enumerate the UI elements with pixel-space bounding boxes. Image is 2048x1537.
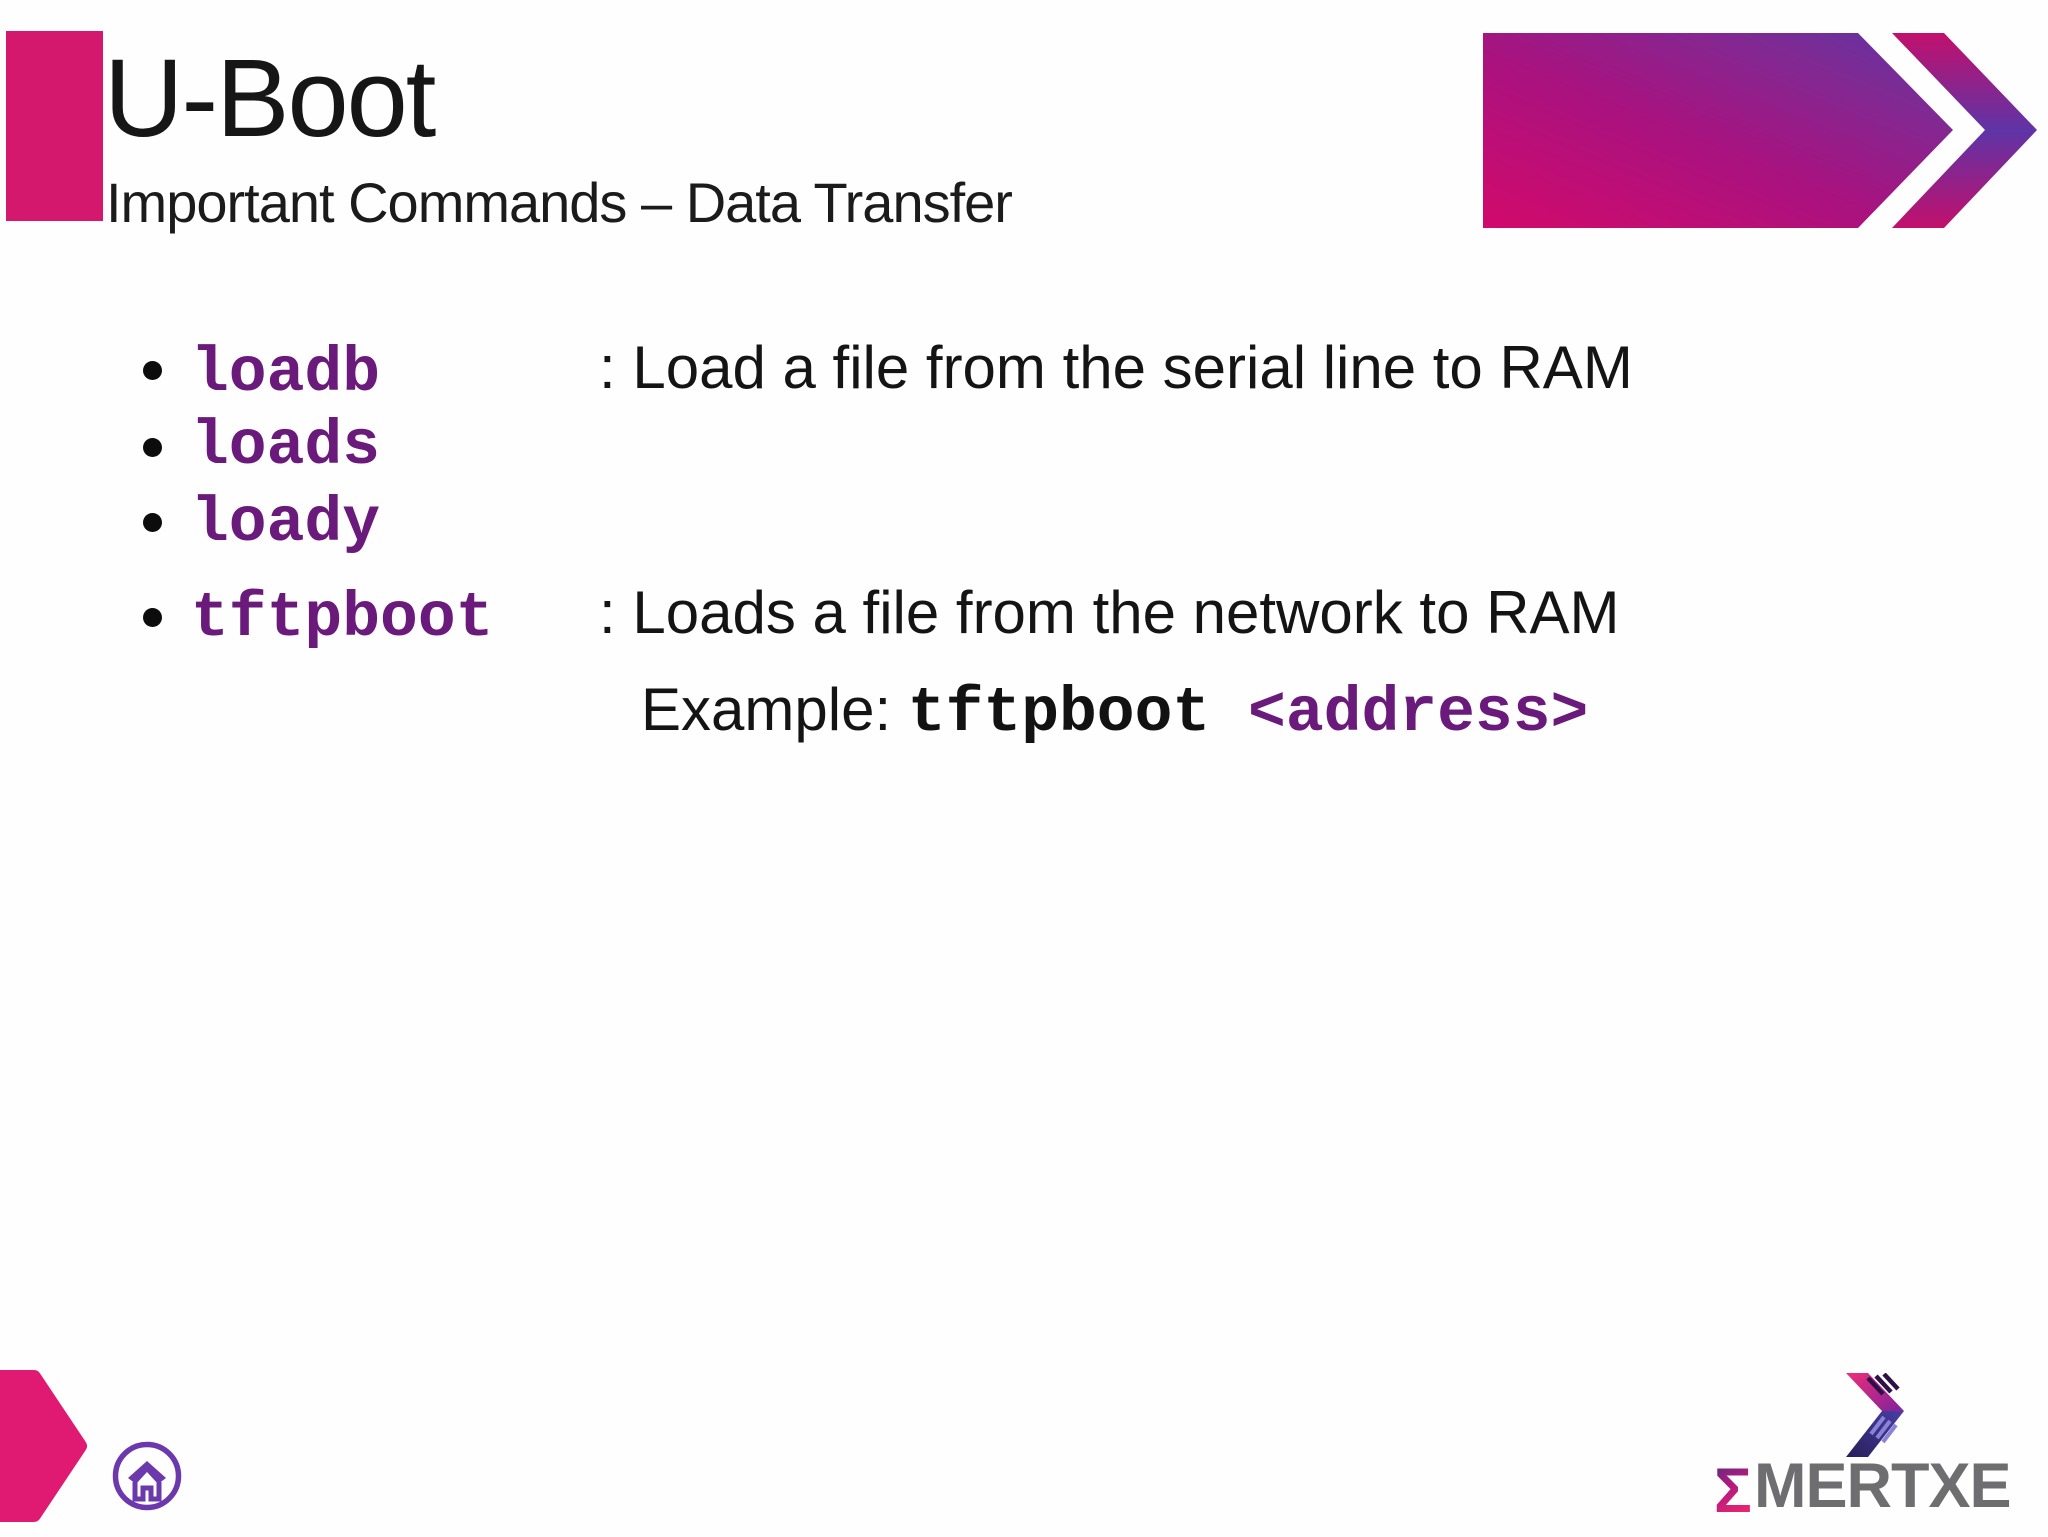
logo-sigma-glyph: Σ — [1714, 1456, 1752, 1521]
bullet-dot-icon — [143, 361, 162, 380]
command-text: loady — [191, 488, 381, 559]
command-description: : Load a file from the serial line to RA… — [599, 334, 1633, 401]
command-text: tftpboot — [191, 583, 494, 654]
home-icon — [112, 1441, 182, 1511]
bullet-dot-icon — [143, 608, 162, 627]
bullet-dot-icon — [143, 513, 162, 532]
banner-body — [1483, 33, 1953, 228]
header-banner-arrow-graphic — [1483, 33, 2037, 228]
emertxe-chevron-icon — [1846, 1373, 1904, 1457]
logo-wordmark: MERTXE — [1754, 1451, 2012, 1521]
example-command: tftpboot — [907, 678, 1249, 749]
svg-text:Σ: Σ — [1714, 1456, 1752, 1521]
command-example: Example: tftpboot <address> — [641, 680, 1588, 746]
example-label: Example: — [641, 676, 908, 743]
footer-arrow-graphic — [0, 1370, 87, 1522]
example-argument: <address> — [1248, 678, 1589, 749]
home-button[interactable] — [109, 1438, 185, 1514]
banner-chevron — [1892, 33, 2037, 228]
title-accent-bar — [6, 31, 103, 221]
page-subtitle: Important Commands – Data Transfer — [106, 171, 1013, 234]
bullet-dot-icon — [143, 438, 162, 457]
emertxe-logo: Σ MERTXE — [1712, 1371, 2042, 1521]
page-title: U-Boot — [104, 37, 436, 160]
command-text: loads — [191, 411, 381, 482]
command-text: loadb — [191, 338, 381, 409]
command-description: : Loads a file from the network to RAM — [599, 579, 1620, 646]
